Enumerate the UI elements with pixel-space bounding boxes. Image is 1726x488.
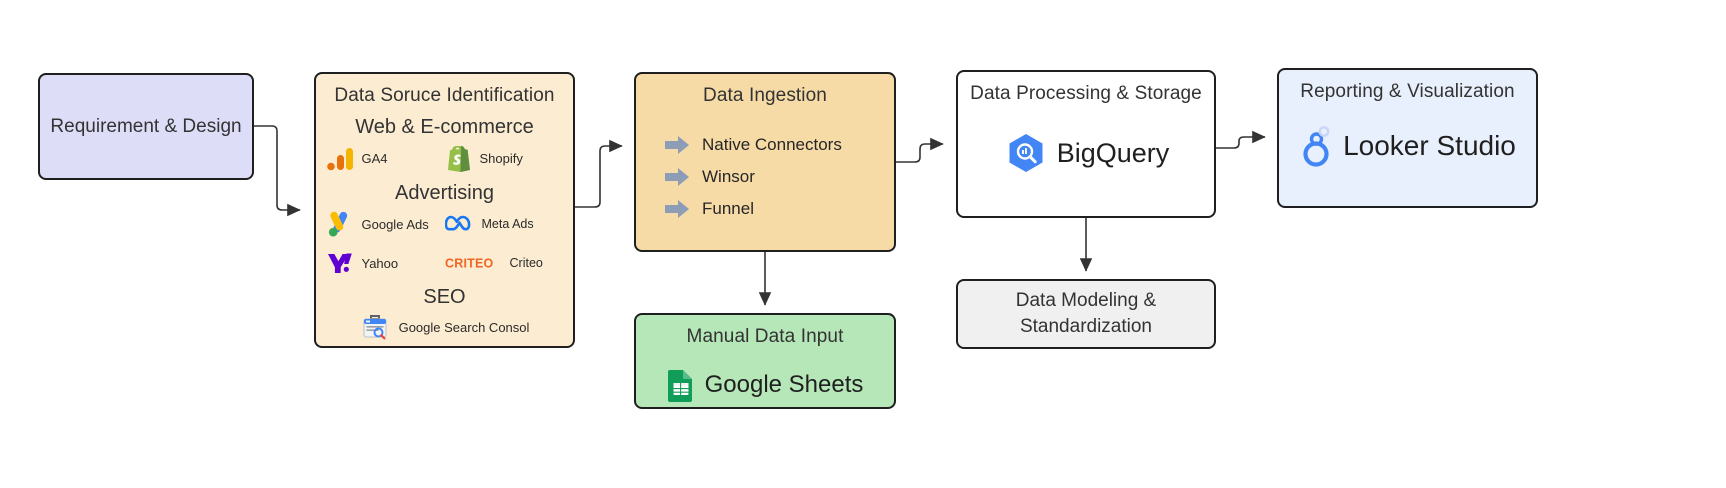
node-data-modeling-standardization[interactable]: Data Modeling & Standardization	[956, 279, 1216, 349]
data-modeling-line1: Data Modeling &	[1015, 290, 1157, 312]
source-label-search-console: Google Search Consol	[398, 319, 530, 335]
edge-requirement-to-source	[254, 125, 301, 217]
node-manual-data-input[interactable]: Manual Data Input Google Sheets	[634, 313, 896, 409]
source-label-criteo: Criteo	[509, 256, 543, 270]
arrow-right-icon	[665, 136, 689, 154]
google-sheets-icon	[667, 370, 692, 402]
ingestion-label-funnel: Funnel	[702, 199, 754, 218]
source-label-yahoo: Yahoo	[361, 255, 399, 271]
manual-input-brand-label: Google Sheets	[704, 371, 864, 398]
source-item-meta-ads[interactable]: Meta Ads	[444, 212, 565, 236]
node-data-processing-storage[interactable]: Data Processing & Storage BigQuery	[956, 70, 1216, 218]
meta-icon	[444, 215, 470, 231]
source-item-shopify[interactable]: Shopify	[445, 143, 565, 173]
source-item-search-console[interactable]: Google Search Consol	[360, 312, 530, 342]
edge-source-to-ingestion	[575, 139, 623, 208]
group-heading-seo: SEO	[423, 286, 466, 308]
source-row-web: GA4 Shopify	[316, 143, 573, 173]
group-heading-advertising: Advertising	[395, 182, 494, 204]
ingestion-label-winsor: Winsor	[702, 167, 755, 186]
bigquery-icon	[1009, 134, 1043, 172]
svg-text:CRITEO: CRITEO	[445, 257, 494, 271]
edge-ingestion-to-processing	[896, 137, 944, 163]
data-ingestion-title: Data Ingestion	[703, 85, 827, 106]
ga4-icon	[326, 148, 353, 171]
group-heading-web-ecommerce: Web & E-commerce	[355, 116, 534, 138]
source-label-google-ads: Google Ads	[361, 216, 429, 232]
reporting-title: Reporting & Visualization	[1300, 81, 1515, 102]
google-ads-icon	[328, 211, 347, 237]
node-data-source-identification[interactable]: Data Soruce Identification Web & E-comme…	[314, 72, 575, 348]
search-console-icon	[363, 315, 387, 340]
edge-processing-to-reporting	[1216, 130, 1266, 149]
looker-studio-icon	[1303, 126, 1330, 167]
data-processing-brand-row[interactable]: BigQuery	[958, 130, 1214, 176]
ingestion-label-native-connectors: Native Connectors	[702, 135, 842, 154]
reporting-brand-label: Looker Studio	[1343, 130, 1516, 161]
node-reporting-visualization[interactable]: Reporting & Visualization Looker Studio	[1277, 68, 1538, 208]
data-source-title: Data Soruce Identification	[334, 85, 555, 106]
source-item-google-ads[interactable]: Google Ads	[325, 209, 445, 239]
shopify-icon	[447, 146, 470, 172]
ingestion-item-native-connectors[interactable]: Native Connectors	[664, 129, 894, 161]
yahoo-icon	[327, 253, 352, 273]
source-row-ads-2: Yahoo CRITEO Criteo	[316, 249, 573, 277]
data-processing-title: Data Processing & Storage	[970, 83, 1202, 104]
requirement-design-label: Requirement & Design	[50, 115, 242, 137]
ingestion-item-winsor[interactable]: Winsor	[664, 161, 894, 193]
source-item-yahoo[interactable]: Yahoo	[325, 249, 445, 277]
data-processing-brand-label: BigQuery	[1056, 137, 1170, 168]
source-label-meta-ads: Meta Ads	[481, 217, 534, 231]
data-ingestion-list: Native Connectors Winsor Funnel	[636, 129, 894, 225]
arrow-right-icon	[665, 200, 689, 218]
source-label-ga4: GA4	[361, 150, 388, 166]
manual-input-title: Manual Data Input	[686, 326, 844, 347]
criteo-icon: CRITEO	[445, 257, 494, 271]
arrow-right-icon	[665, 168, 689, 186]
node-data-ingestion[interactable]: Data Ingestion Native Connectors Winsor …	[634, 72, 896, 252]
source-row-ads-1: Google Ads Meta Ads	[316, 209, 573, 239]
node-requirement-design[interactable]: Requirement & Design	[38, 73, 254, 180]
source-item-criteo[interactable]: CRITEO Criteo	[445, 255, 565, 271]
source-label-shopify: Shopify	[479, 150, 523, 166]
ingestion-item-funnel[interactable]: Funnel	[664, 193, 894, 225]
data-modeling-line2: Standardization	[1019, 316, 1153, 337]
reporting-brand-row[interactable]: Looker Studio	[1279, 121, 1536, 171]
manual-input-brand-row[interactable]: Google Sheets	[636, 368, 894, 402]
source-row-seo: Google Search Consol	[316, 312, 573, 342]
source-item-ga4[interactable]: GA4	[325, 143, 445, 173]
